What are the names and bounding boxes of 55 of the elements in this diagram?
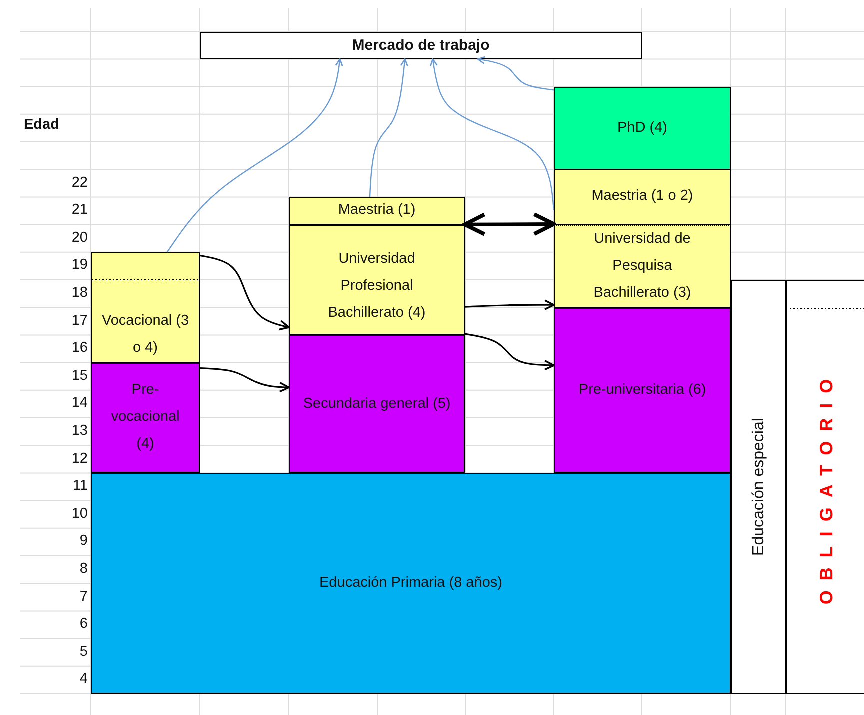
arrow: [430, 58, 555, 210]
age-label: 22: [72, 174, 88, 191]
age-label: 12: [72, 450, 88, 467]
title-box: [200, 32, 642, 60]
box-label: Maestria (1): [338, 201, 416, 220]
box-label: Mercado de trabajo: [352, 36, 490, 56]
box-label: Universidad de Pesquisa Bachillerato (3): [592, 230, 692, 303]
arrow: [166, 58, 344, 253]
stage-box: [554, 224, 731, 308]
stage-box: [554, 308, 731, 474]
age-label: 16: [72, 340, 88, 356]
stage-box: [91, 252, 200, 363]
arrow: [369, 58, 408, 198]
box-label: Secundaria general (5): [303, 394, 451, 414]
arrow: [477, 56, 554, 91]
age-label: 14: [72, 395, 88, 412]
age-label: 20: [72, 230, 88, 246]
double-arrow: [463, 212, 556, 236]
age-label: 13: [72, 423, 88, 439]
box-label: Pre-vocacional (4): [110, 381, 181, 454]
age-label: 15: [72, 368, 88, 384]
box-label: PhD (4): [618, 118, 668, 138]
arrow: [200, 368, 290, 393]
age-label: 10: [72, 506, 88, 522]
age-label: 17: [72, 312, 88, 329]
box-label: Maestria (1 o 2): [592, 187, 694, 206]
age-label: 7: [80, 588, 88, 605]
vertical-label: OBLIGATORIO: [815, 369, 837, 605]
arrow: [464, 333, 555, 371]
stage-box: [289, 197, 465, 225]
arrow: [464, 300, 555, 310]
side-box: [731, 280, 786, 694]
age-label: 19: [72, 257, 88, 274]
age-label: 9: [80, 533, 88, 550]
box-label: Vocacional (3 o 4): [102, 312, 190, 358]
stage-box: [289, 224, 465, 336]
age-label: 4: [80, 671, 88, 688]
stage-box: [289, 335, 465, 474]
box-label: Pre-universitaria (6): [578, 380, 706, 400]
age-label: 11: [72, 478, 88, 494]
stage-box: [91, 473, 731, 694]
age-label: 18: [72, 285, 88, 301]
box-label: Universidad Profesional Bachillerato (4): [327, 250, 427, 324]
age-label: 21: [72, 202, 88, 218]
axis-title: Edad: [24, 117, 60, 133]
age-label: 5: [80, 644, 88, 660]
age-label: 6: [80, 616, 88, 632]
box-label: Educación Primaria (8 años): [320, 574, 502, 594]
age-label: 8: [80, 561, 88, 577]
vertical-label: Educación especial: [749, 418, 768, 556]
arrow: [200, 254, 290, 331]
stage-box: [554, 170, 731, 225]
side-box: [786, 280, 864, 694]
stage-box: [554, 86, 731, 170]
stage-box: [91, 362, 200, 474]
